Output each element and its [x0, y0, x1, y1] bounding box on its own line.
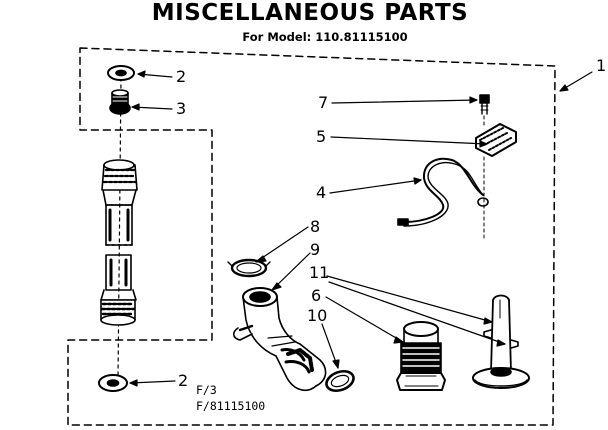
callout-8: 8 — [310, 217, 321, 236]
callout-1: 1 — [596, 56, 607, 75]
wire-harness — [397, 156, 489, 241]
kit-boundary — [67, 47, 556, 426]
callout-4: 4 — [316, 183, 327, 202]
hose-coupling — [396, 321, 446, 391]
model-number: For Model: 110.81115100 — [242, 30, 408, 44]
standpipe-post — [472, 294, 530, 389]
assembly-axis — [117, 77, 122, 379]
callout-6: 6 — [311, 286, 322, 305]
callout-10: 10 — [307, 306, 328, 325]
page-reference: F/3 — [196, 383, 217, 397]
washer-top — [107, 65, 135, 81]
callout-2-top: 2 — [176, 67, 187, 86]
washer-bottom — [98, 374, 128, 392]
diagram-reference: F/81115100 — [196, 399, 266, 413]
fill-hose — [100, 159, 138, 326]
clip-bracket — [475, 123, 517, 157]
callout-3: 3 — [176, 99, 187, 118]
callout-2-bottom: 2 — [178, 371, 189, 390]
callout-9: 9 — [310, 240, 321, 259]
callout-5: 5 — [316, 127, 327, 146]
inlet-elbow-hose — [232, 287, 327, 392]
callout-7: 7 — [318, 93, 329, 112]
screw — [479, 94, 490, 129]
hose-clamp-ring — [227, 258, 271, 278]
leader-lines — [129, 70, 593, 387]
callout-11: 11 — [309, 263, 330, 282]
page-title: MISCELLANEOUS PARTS — [151, 0, 469, 26]
strainer-plug — [109, 89, 131, 115]
hose-clamp-ring-lower — [325, 369, 355, 393]
